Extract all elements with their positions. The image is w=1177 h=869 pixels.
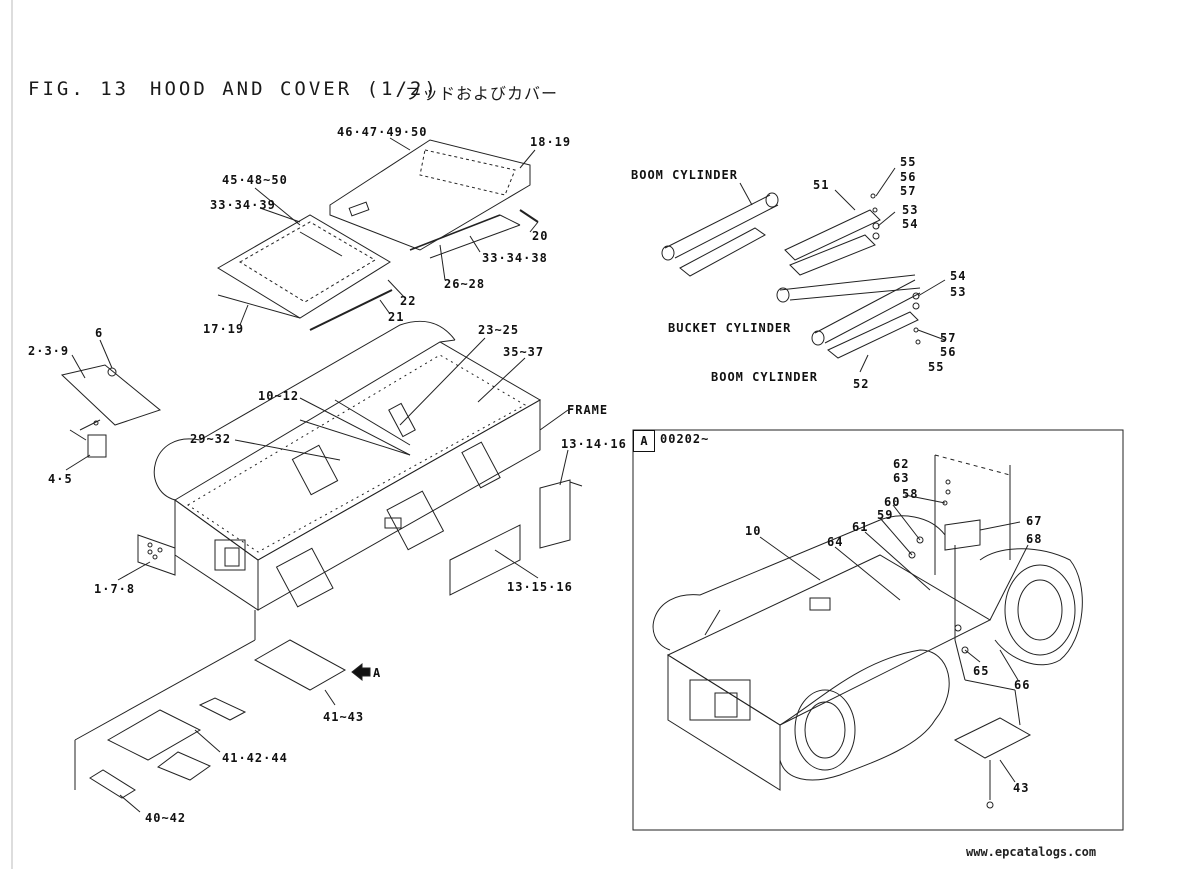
- label-56-top: 56: [900, 170, 917, 184]
- label-boom-cylinder-2: BOOM CYLINDER: [711, 370, 818, 384]
- cover-plate-1: [118, 535, 175, 580]
- label-54-bottom: 54: [950, 269, 967, 283]
- label-33-34-38: 33·34·38: [482, 251, 548, 265]
- label-66: 66: [1014, 678, 1031, 692]
- hood-panel-upper: [330, 140, 530, 250]
- detail-a-drawing: [653, 455, 1082, 808]
- label-35-37: 35~37: [503, 345, 545, 359]
- rail-33: [410, 215, 500, 250]
- detail-a-tag: A: [633, 430, 655, 452]
- latch-4: [66, 420, 106, 470]
- boom-cylinder-1: [662, 183, 778, 276]
- label-1-7-8: 1·7·8: [94, 582, 136, 596]
- footer-url[interactable]: www.epcatalogs.com: [966, 845, 1097, 859]
- label-46-47-49-50: 46·47·49·50: [337, 125, 428, 139]
- label-arrow-a: A: [373, 666, 382, 680]
- label-boom-cylinder-1: BOOM CYLINDER: [631, 168, 738, 182]
- label-54-top: 54: [902, 217, 919, 231]
- cover-plate-2: [62, 340, 160, 425]
- label-67: 67: [1026, 514, 1043, 528]
- label-61: 61: [852, 520, 869, 534]
- label-68: 68: [1026, 532, 1043, 546]
- label-6: 6: [95, 326, 104, 340]
- label-4-5: 4·5: [48, 472, 73, 486]
- label-20: 20: [532, 229, 549, 243]
- label-10-detail: 10: [745, 524, 762, 538]
- detail-a-box: [633, 430, 1123, 830]
- label-65: 65: [973, 664, 990, 678]
- label-55-top: 55: [900, 155, 917, 169]
- label-frame: FRAME: [567, 403, 609, 417]
- side-cover-13: [540, 480, 570, 548]
- side-cover-13b: [450, 525, 520, 595]
- main-frame-body: [154, 321, 540, 610]
- label-22: 22: [400, 294, 417, 308]
- label-21: 21: [388, 310, 405, 324]
- label-64: 64: [827, 535, 844, 549]
- label-45-48-50: 45·48~50: [222, 173, 288, 187]
- figure-number: FIG. 13: [28, 78, 130, 100]
- label-23-25: 23~25: [478, 323, 520, 337]
- label-29-32: 29~32: [190, 432, 232, 446]
- label-59: 59: [877, 508, 894, 522]
- label-40-42: 40~42: [145, 811, 187, 825]
- label-2-3-9: 2·3·9: [28, 344, 70, 358]
- label-13-14-16: 13·14·16: [561, 437, 627, 451]
- hood-panel-lower: [218, 215, 390, 318]
- label-56-bottom: 56: [940, 345, 957, 359]
- label-53-bottom: 53: [950, 285, 967, 299]
- label-18-19: 18·19: [530, 135, 572, 149]
- label-41-43: 41~43: [323, 710, 365, 724]
- label-33-34-39: 33·34·39: [210, 198, 276, 212]
- label-53-top: 53: [902, 203, 919, 217]
- arrow-a-icon: [352, 664, 370, 680]
- figure-title: HOOD AND COVER (1/2): [150, 78, 439, 100]
- rod-21: [310, 290, 392, 330]
- label-60: 60: [884, 495, 901, 509]
- label-55-bottom: 55: [928, 360, 945, 374]
- label-bucket-cylinder: BUCKET CYLINDER: [668, 321, 792, 335]
- label-10-12: 10~12: [258, 389, 300, 403]
- label-43-detail: 43: [1013, 781, 1030, 795]
- label-17-19: 17·19: [203, 322, 245, 336]
- floor-plates: [75, 610, 345, 812]
- label-26-28: 26~28: [444, 277, 486, 291]
- boom-cylinder-2: [812, 280, 920, 372]
- label-41-42-44: 41·42·44: [222, 751, 288, 765]
- figure-title-japanese: フッドおよびカバー: [405, 84, 559, 103]
- label-58: 58: [902, 487, 919, 501]
- label-52: 52: [853, 377, 870, 391]
- fasteners-cyl: [871, 168, 945, 344]
- label-13-15-16: 13·15·16: [507, 580, 573, 594]
- label-57-top: 57: [900, 184, 917, 198]
- label-62: 62: [893, 457, 910, 471]
- label-57-bottom: 57: [940, 331, 957, 345]
- bucket-cylinder: [777, 190, 920, 302]
- label-63: 63: [893, 471, 910, 485]
- detail-a-serial: 00202~: [660, 432, 710, 446]
- label-51: 51: [813, 178, 830, 192]
